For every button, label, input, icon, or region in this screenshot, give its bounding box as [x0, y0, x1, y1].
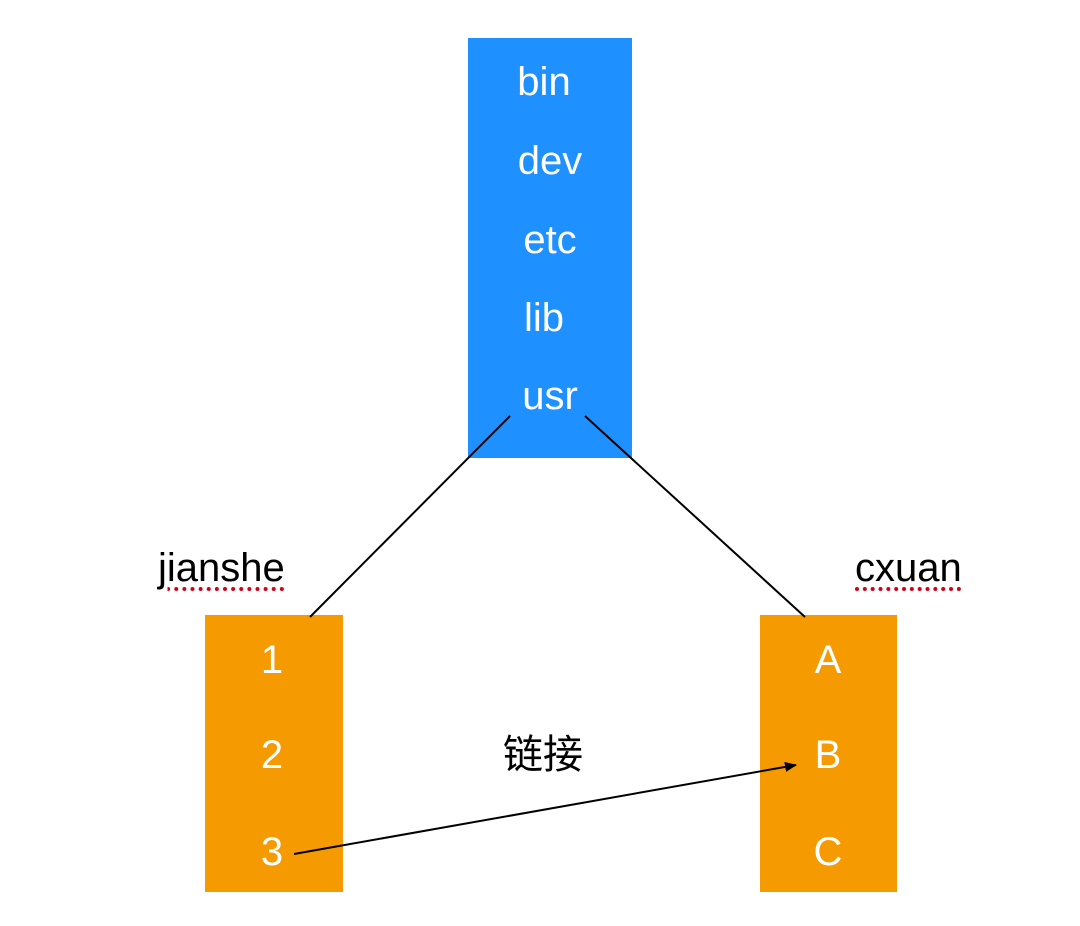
link-arrow	[293, 761, 797, 855]
right-entry-c: C	[813, 830, 843, 874]
left-entry-2: 2	[260, 733, 284, 777]
right-entry-a: A	[814, 638, 842, 682]
root-entry-usr: usr	[522, 374, 578, 418]
link-label: 链接	[503, 732, 583, 778]
root-entry-etc: etc	[523, 218, 577, 262]
left-entry-3: 3	[260, 830, 284, 874]
right-directory-name: cxuan	[855, 546, 962, 590]
left-directory-name: jianshe	[158, 546, 285, 590]
root-entry-lib: lib	[523, 296, 565, 340]
right-entry-b: B	[814, 733, 842, 777]
usr-to-cxuan-line	[584, 415, 806, 618]
left-directory-box: 1 2 3	[205, 615, 343, 892]
root-entry-dev: dev	[517, 139, 583, 183]
right-directory-box: A B C	[760, 615, 897, 892]
root-entry-bin: bin	[517, 60, 571, 104]
usr-to-jianshe-line	[309, 415, 511, 618]
root-directory-box: bin dev etc lib usr	[468, 38, 632, 458]
left-entry-1: 1	[260, 638, 284, 682]
